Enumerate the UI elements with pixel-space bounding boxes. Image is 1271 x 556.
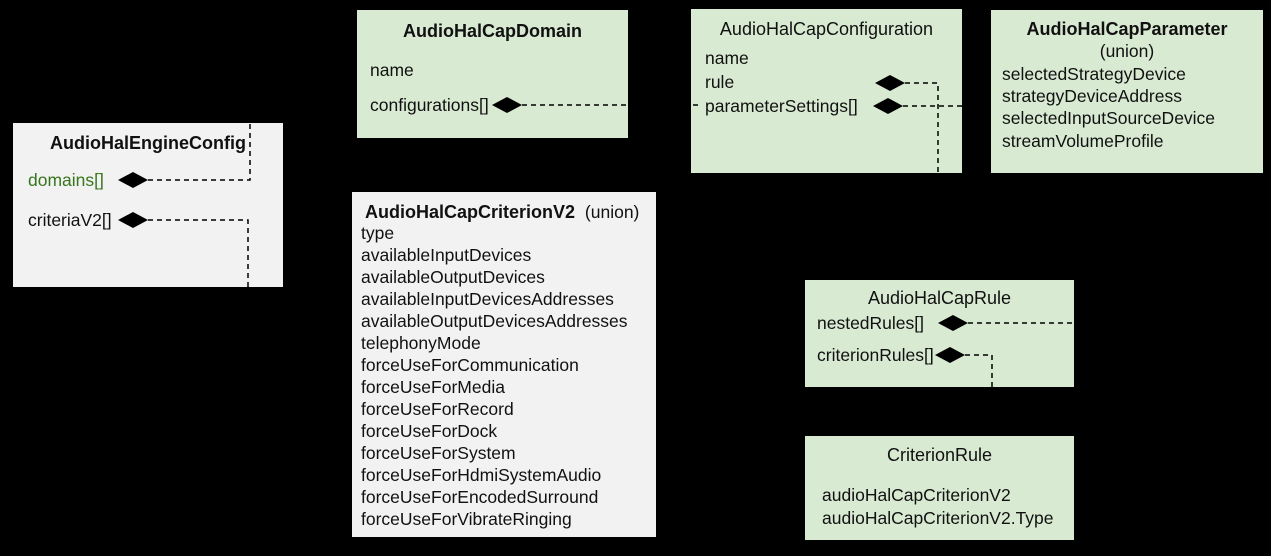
field-selectedstrategydevice: selectedStrategyDevice [1002,64,1186,84]
field-name: name [705,48,749,68]
field-parametersettings: parameterSettings[] [705,96,858,116]
field-telephonymode: telephonyMode [361,333,481,353]
class-box-audiohalcaprule: AudioHalCapRule nestedRules[] criterionR… [805,280,1074,387]
class-title: AudioHalCapRule [867,288,1012,308]
field-name: name [370,60,414,80]
field-strategydeviceaddress: strategyDeviceAddress [1002,86,1182,106]
class-title: AudioHalCapParameter [1026,19,1228,39]
field-criterionrules: criterionRules[] [817,345,934,365]
field-type: type [361,223,395,243]
class-title: AudioHalCapCriterionV2 [365,202,576,222]
field-audiohalcapcriterionv2: audioHalCapCriterionV2 [822,485,1011,505]
class-box-audiohalcapparameter: AudioHalCapParameter (union) selectedStr… [991,10,1263,173]
field-rule: rule [705,72,735,92]
field-forceuseformedia: forceUseForMedia [361,377,505,397]
field-availableoutputdevices: availableOutputDevices [361,267,545,287]
field-forceuseforvibrateringing: forceUseForVibrateRinging [361,509,572,529]
field-availableinputdevices: availableInputDevices [361,245,532,265]
class-box-audiohalengineconfig: AudioHalEngineConfig domains[] criteriaV… [13,123,283,287]
class-box-criterionrule: CriterionRule audioHalCapCriterionV2 aud… [805,436,1074,540]
field-forceuseforrecord: forceUseForRecord [361,399,514,419]
field-selectedinputsourcedevice: selectedInputSourceDevice [1002,108,1216,128]
field-forceuseforsystem: forceUseForSystem [361,443,516,463]
class-subtitle-union: (union) [1099,41,1155,61]
class-title: CriterionRule [886,445,993,465]
field-audiohalcapcriterionv2-type: audioHalCapCriterionV2.Type [822,508,1054,528]
field-forceusefordock: forceUseForDock [361,421,498,441]
class-title-line: AudioHalCapCriterionV2 (union) [365,201,639,223]
field-streamvolumeprofile: streamVolumeProfile [1002,131,1164,151]
field-forceuseforhdmisystemaudio: forceUseForHdmiSystemAudio [361,465,602,485]
field-forceuseforencodedsurround: forceUseForEncodedSurround [361,487,599,507]
class-title: AudioHalCapDomain [402,21,582,41]
class-box-audiohalcapdomain: AudioHalCapDomain name configurations[] [357,10,628,138]
class-title: AudioHalEngineConfig [50,133,246,153]
field-availableinputdevicesaddresses: availableInputDevicesAddresses [361,289,614,309]
field-availableoutputdevicesaddresses: availableOutputDevicesAddresses [361,311,628,331]
field-domains: domains[] [28,170,104,190]
field-nestedrules: nestedRules[] [817,313,925,333]
field-forceuseforcommunication: forceUseForCommunication [361,355,579,375]
field-criteriav2: criteriaV2[] [28,210,112,230]
class-box-audiohalcapcriterionv2: AudioHalCapCriterionV2 (union) type avai… [352,192,656,537]
field-configurations: configurations[] [370,95,489,115]
class-subtitle-union: (union) [584,202,640,222]
class-box-audiohalcapconfiguration: AudioHalCapConfiguration name rule param… [691,9,962,173]
class-title: AudioHalCapConfiguration [719,19,934,39]
